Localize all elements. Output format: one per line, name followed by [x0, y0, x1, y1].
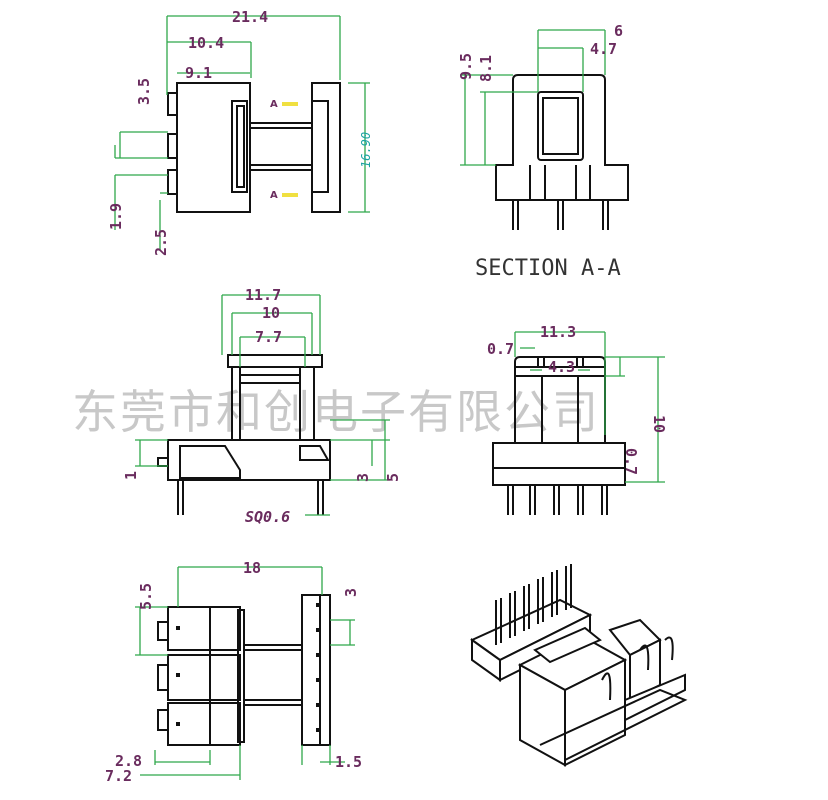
- dim-2.5: 2.5: [152, 229, 170, 256]
- dim-9.1: 9.1: [185, 64, 212, 82]
- section-view: 6 4.7 9.5 8.1 SECTION A-A: [457, 22, 629, 281]
- section-caption: SECTION A-A: [475, 256, 621, 281]
- dim-11.7: 11.7: [245, 286, 281, 304]
- dim-10.4: 10.4: [188, 34, 224, 52]
- watermark: 东莞市和创电子有限公司: [72, 385, 600, 439]
- dim-11.3: 11.3: [540, 323, 576, 341]
- dim-0.7-vertical: 0.7: [622, 448, 640, 475]
- dim-10: 10: [650, 415, 668, 433]
- dim-16.90: 16.90: [359, 132, 373, 168]
- dim-21.4: 21.4: [232, 8, 268, 26]
- dim-3: 3: [342, 588, 360, 597]
- dim-6: 6: [614, 22, 623, 40]
- section-mark-a: A: [270, 99, 278, 110]
- dim-1.5: 1.5: [335, 753, 362, 771]
- dim-3: 3: [354, 473, 372, 482]
- top-view: 21.4 10.4 9.1 3.5 1.9 2.5 16.90 A A: [107, 8, 373, 256]
- dim-4.7: 4.7: [590, 40, 617, 58]
- front-view: 11.3 0.7 4.3 0.7 10: [487, 323, 668, 515]
- dim-10: 10: [262, 304, 280, 322]
- dim-5: 5: [384, 473, 402, 482]
- dim-sq0.6: SQ0.6: [245, 508, 290, 526]
- dim-2.8: 2.8: [115, 752, 142, 770]
- dim-5.5: 5.5: [137, 583, 155, 610]
- dim-0.7: 0.7: [487, 340, 514, 358]
- dim-7.7: 7.7: [255, 328, 282, 346]
- dim-8.1: 8.1: [477, 55, 495, 82]
- dim-9.5: 9.5: [457, 53, 475, 80]
- dim-18: 18: [243, 559, 261, 577]
- dim-3.5: 3.5: [135, 78, 153, 105]
- dim-1.9: 1.9: [107, 203, 125, 230]
- dim-1: 1: [122, 471, 140, 480]
- dim-7.2: 7.2: [105, 767, 132, 785]
- section-mark-a: A: [270, 190, 278, 201]
- dim-4.3: 4.3: [548, 358, 575, 376]
- side-view: 11.7 10 7.7 1 3 5 SQ0.6: [122, 286, 402, 526]
- isometric-view: [470, 564, 688, 767]
- bottom-view: 18 5.5 3 2.8 7.2 1.5: [105, 559, 362, 785]
